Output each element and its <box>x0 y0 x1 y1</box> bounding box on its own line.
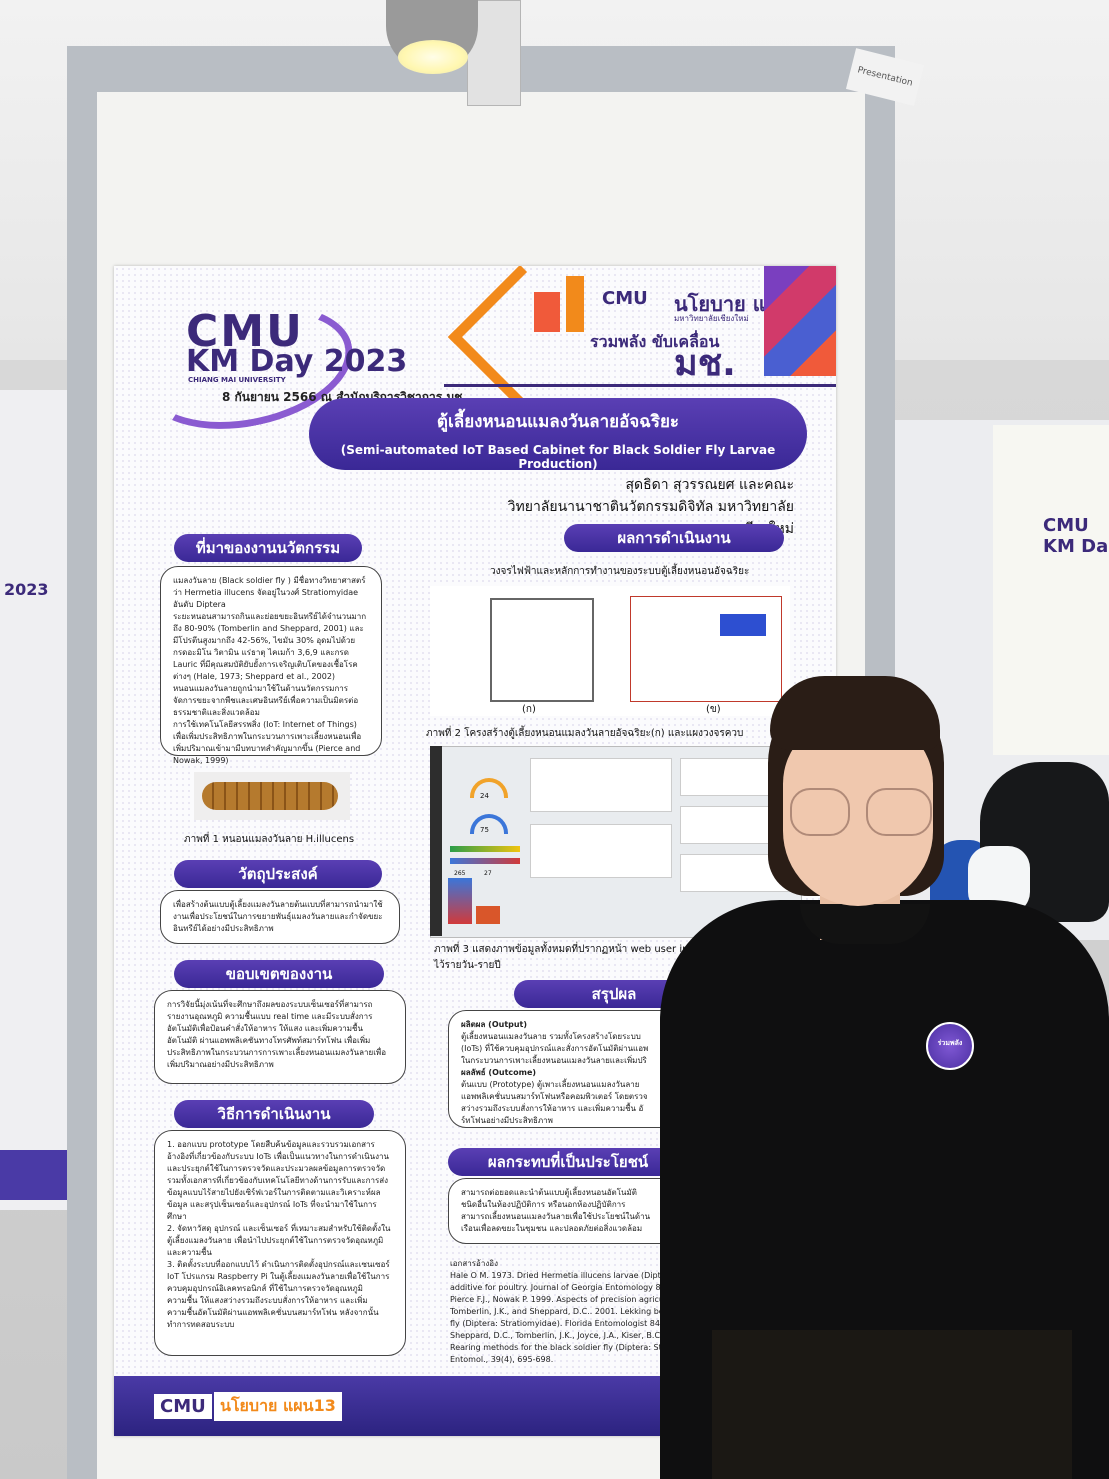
line-chart-panel-2 <box>530 824 672 878</box>
cmu-logo-text: CMU <box>186 306 304 357</box>
summary-outcome-item: สว่างรวมถึงระบบสั่งการให้อาหาร และเพิ่มค… <box>461 1104 644 1113</box>
figure-3-caption-line2: ไว้รายวัน-รายปี <box>434 960 501 971</box>
footer-cmu-logo: CMU <box>154 1394 212 1419</box>
reference-item: Pierce F.J., Nowak P. 1999. Aspects of p… <box>450 1295 675 1304</box>
objective-item: เพื่อสร้างต้นแบบตู้เลี้ยงแมลงวันลายต้นแบ… <box>173 900 383 933</box>
method-item: 3. ติดตั้งระบบที่ออกแบบไว้ ดำเนินการติดต… <box>167 1260 390 1329</box>
figure-2-label-b: (ข) <box>706 704 721 715</box>
temperature-value: 24 <box>480 792 489 800</box>
left-poster-fragment: 2023 <box>4 580 49 599</box>
summary-output-item: (IoTs) ที่ใช้ควบคุมอุปกรณ์และสั่งการอัตโ… <box>461 1044 649 1053</box>
larva-image <box>202 782 338 810</box>
impact-item: สามารถเลี้ยงหนอนแมลงวันลายเพื่อใช้ประโยช… <box>461 1212 651 1221</box>
title-banner: ตู้เลี้ยงหนอนแมลงวันลายอัจฉริยะ (Semi-au… <box>309 398 807 471</box>
cabinet-structure-drawing <box>490 598 594 702</box>
section-objective-title: วัตถุประสงค์ <box>174 860 382 888</box>
geometric-pattern-graphic <box>764 266 836 376</box>
humidity-value: 75 <box>480 826 489 834</box>
origin-item: หนอนแมลงวันลายถูกนำมาใช้ในด้านนวัตกรรมกา… <box>173 684 359 717</box>
impact-item: สามารถต่อยอดและนำต้นแบบตู้เลี้ยงหนอนอัตโ… <box>461 1188 637 1197</box>
impact-item: เรือนเพื่อลดขยะในชุมชน และปลอดภัยต่อสิ่ง… <box>461 1224 643 1233</box>
references-title: เอกสารอ้างอิง <box>450 1259 498 1268</box>
scope-item: การวิจัยนี้มุ่งเน้นที่จะศึกษาถึงผลของระบ… <box>167 1000 387 1069</box>
control-circuit-drawing <box>630 596 782 702</box>
level-bar <box>450 846 520 852</box>
right-poster-fragment: CMU KM Da <box>1043 515 1109 557</box>
summary-outcome-label: ผลลัพธ์ (Outcome) <box>461 1068 537 1077</box>
section-scope-title: ขอบเขตของงาน <box>174 960 384 988</box>
figure-1-caption: ภาพที่ 1 หนอนแมลงวันลาย H.illucens <box>184 834 355 845</box>
summary-output-label: ผลิตผล (Output) <box>461 1020 528 1029</box>
policy-plan-sub: มหาวิทยาลัยเชียงใหม่ <box>674 314 749 323</box>
method-item: 1. ออกแบบ prototype โดยสืบค้นข้อมูลและรว… <box>167 1140 389 1221</box>
figure-2-caption: ภาพที่ 2 โครงสร้างตู้เลี้ยงหนอนแมลงวันลา… <box>426 728 744 739</box>
right-neighbor-poster: CMU KM Da <box>993 425 1109 755</box>
slogan-mc-text: มช. <box>674 343 736 384</box>
event-pin-badge: ร่วมพลัง <box>926 1022 974 1070</box>
section-impact-title: ผลกระทบที่เป็นประโยชน์ <box>448 1148 688 1176</box>
figure-2-label-a: (ก) <box>522 704 536 715</box>
color-bar-graphic-2 <box>476 906 500 924</box>
header-rule <box>444 384 836 387</box>
presenter-bangs <box>770 676 940 750</box>
level-bar-2 <box>450 858 520 864</box>
origin-item: แมลงวันลาย (Black soldier fly ) มีชื่อทา… <box>173 576 366 609</box>
cmu-small-logo: CMU <box>602 288 648 309</box>
section-objective-box: เพื่อสร้างต้นแบบตู้เลี้ยงแมลงวันลายต้นแบ… <box>160 890 400 944</box>
reference-item: Entomol., 39(4), 695-698. <box>450 1355 554 1364</box>
left-poster-footer <box>0 1150 68 1200</box>
dashboard-value-2: 27 <box>484 870 492 877</box>
bar-graphic-icon-2 <box>566 276 584 332</box>
reference-item: Rearing methods for the black soldier fl… <box>450 1343 686 1352</box>
dashboard-value: 265 <box>454 870 466 877</box>
slogan-text: รวมพลัง ขับเคลื่อน <box>590 332 720 351</box>
origin-item: การใช้เทคโนโลยีสรรพสิ่ง (IoT: Internet o… <box>173 720 362 765</box>
glasses-left-lens <box>790 788 850 836</box>
method-item: 2. จัดหาวัสดุ อุปกรณ์ และเซ็นเซอร์ ที่เห… <box>167 1224 391 1257</box>
section-results-title: ผลการดำเนินงาน <box>564 524 784 552</box>
university-name: CHIANG MAI UNIVERSITY <box>188 376 286 384</box>
humidity-gauge-icon <box>470 814 508 834</box>
bar-graphic-icon <box>534 292 560 332</box>
reference-item: fly (Diptera: Stratiomyidae). Florida En… <box>450 1319 682 1328</box>
footer-plan-logo: นโยบาย แผน13 <box>214 1392 342 1421</box>
section-method-title: วิธีการดำเนินงาน <box>174 1100 374 1128</box>
left-neighbor-poster: 2023 <box>0 390 68 1210</box>
impact-item: ชนิดอื่นในห้องปฏิบัติการ หรือนอกห้องปฏิบ… <box>461 1200 626 1209</box>
summary-outcome-item: ร์ทโฟนอย่างมีประสิทธิภาพ <box>461 1116 553 1125</box>
reference-item: Sheppard, D.C., Tomberlin, J.K., Joyce, … <box>450 1331 696 1340</box>
line-chart-panel <box>530 758 672 812</box>
reference-item: Hale O M. 1973. Dried Hermetia illucens … <box>450 1271 674 1280</box>
section-scope-box: การวิจัยนี้มุ่งเน้นที่จะศึกษาถึงผลของระบ… <box>154 990 406 1084</box>
color-bar-graphic <box>448 878 472 924</box>
figure-3-caption: ภาพที่ 3 แสดงภาพข้อมูลทั้งหมดที่ปรากฏหน้… <box>434 944 707 955</box>
section-origin-title: ที่มาของงานนวัตกรรม <box>174 534 362 562</box>
poster-title-thai: ตู้เลี้ยงหนอนแมลงวันลายอัจฉริยะ <box>436 412 680 432</box>
presenter-collar <box>800 904 930 944</box>
lamp-glow <box>398 40 468 74</box>
section-method-box: 1. ออกแบบ prototype โดยสืบค้นข้อมูลและรว… <box>154 1130 406 1356</box>
km-day-logo-text: KM Day 2023 <box>186 344 408 379</box>
authors: สุดธิดา สุวรรณยศ และคณะ <box>625 477 794 493</box>
glasses-right-lens <box>866 788 932 836</box>
section-origin-box: แมลงวันลาย (Black soldier fly ) มีชื่อทา… <box>160 566 382 765</box>
dashboard-sidebar <box>430 746 442 936</box>
research-poster: CMU KM Day 2023 CHIANG MAI UNIVERSITY 8 … <box>114 266 836 1436</box>
relay-module-icon <box>720 614 766 636</box>
summary-output-item: ในกระบวนการเพาะเลี้ยงหนอนแมลงวันลายและเพ… <box>461 1056 647 1065</box>
origin-item: ระยะหนอนสามารถกินและย่อยขยะอินทรีย์ได้จำ… <box>173 612 367 681</box>
badge-text: ร่วมพลัง <box>937 1039 963 1047</box>
temperature-gauge-icon <box>470 778 508 798</box>
summary-outcome-item: แอพพลิเคชั่นบนสมาร์ทโฟนหรือคอมพิวเตอร์ โ… <box>461 1092 648 1101</box>
reference-item: additive for poultry. Journal of Georgia… <box>450 1283 664 1292</box>
figure-2-diagram: (ก) (ข) <box>430 586 790 716</box>
summary-outcome-item: ต้นแบบ (Prototype) ตู้เพาะเลี้ยงหนอนแมลง… <box>461 1080 640 1089</box>
references-block: เอกสารอ้างอิง Hale O M. 1973. Dried Herm… <box>450 1258 830 1366</box>
presenter-skirt <box>712 1330 1072 1479</box>
reference-item: Tomberlin, J.K., and Sheppard, D.C.. 200… <box>450 1307 686 1316</box>
summary-output-item: ตู้เลี้ยงหนอนแมลงวันลาย รวมทั้งโครงสร้าง… <box>461 1032 641 1041</box>
poster-title-english: (Semi-automated IoT Based Cabinet for Bl… <box>340 443 776 471</box>
results-subtitle: วงจรไฟฟ้าและหลักการทำงานของระบบตู้เลี้ยง… <box>490 566 750 577</box>
